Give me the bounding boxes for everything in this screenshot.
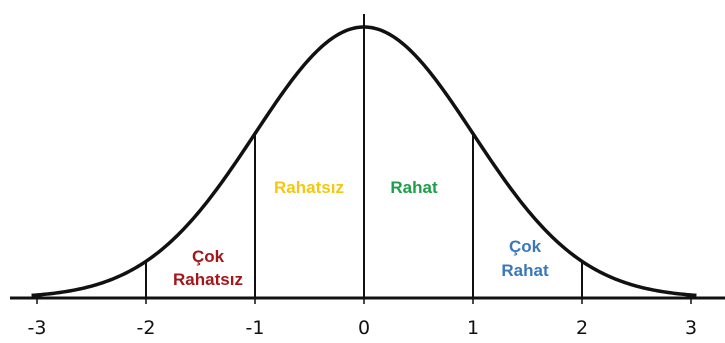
tick-label: -3 <box>28 317 47 339</box>
tick-label: 0 <box>358 317 370 339</box>
label-cok-rahatsiz-line2: Rahatsız <box>173 270 243 289</box>
label-cok-rahat-line1: Çok <box>509 237 542 256</box>
tick-label: 3 <box>685 317 697 339</box>
tick-label: -2 <box>137 317 156 339</box>
label-cok-rahat-line2: Rahat <box>501 261 549 280</box>
divider-lines <box>145 133 583 298</box>
label-rahat: Rahat <box>390 178 438 197</box>
bell-curve <box>31 25 697 298</box>
label-cok-rahatsiz-line1: Çok <box>192 247 225 266</box>
x-axis-ticks: -3 -2 -1 0 1 2 3 <box>28 298 697 339</box>
tick-label: -1 <box>246 317 265 339</box>
tick-label: 2 <box>576 317 588 339</box>
label-rahatsiz: Rahatsız <box>274 178 344 197</box>
tick-label: 1 <box>467 317 479 339</box>
